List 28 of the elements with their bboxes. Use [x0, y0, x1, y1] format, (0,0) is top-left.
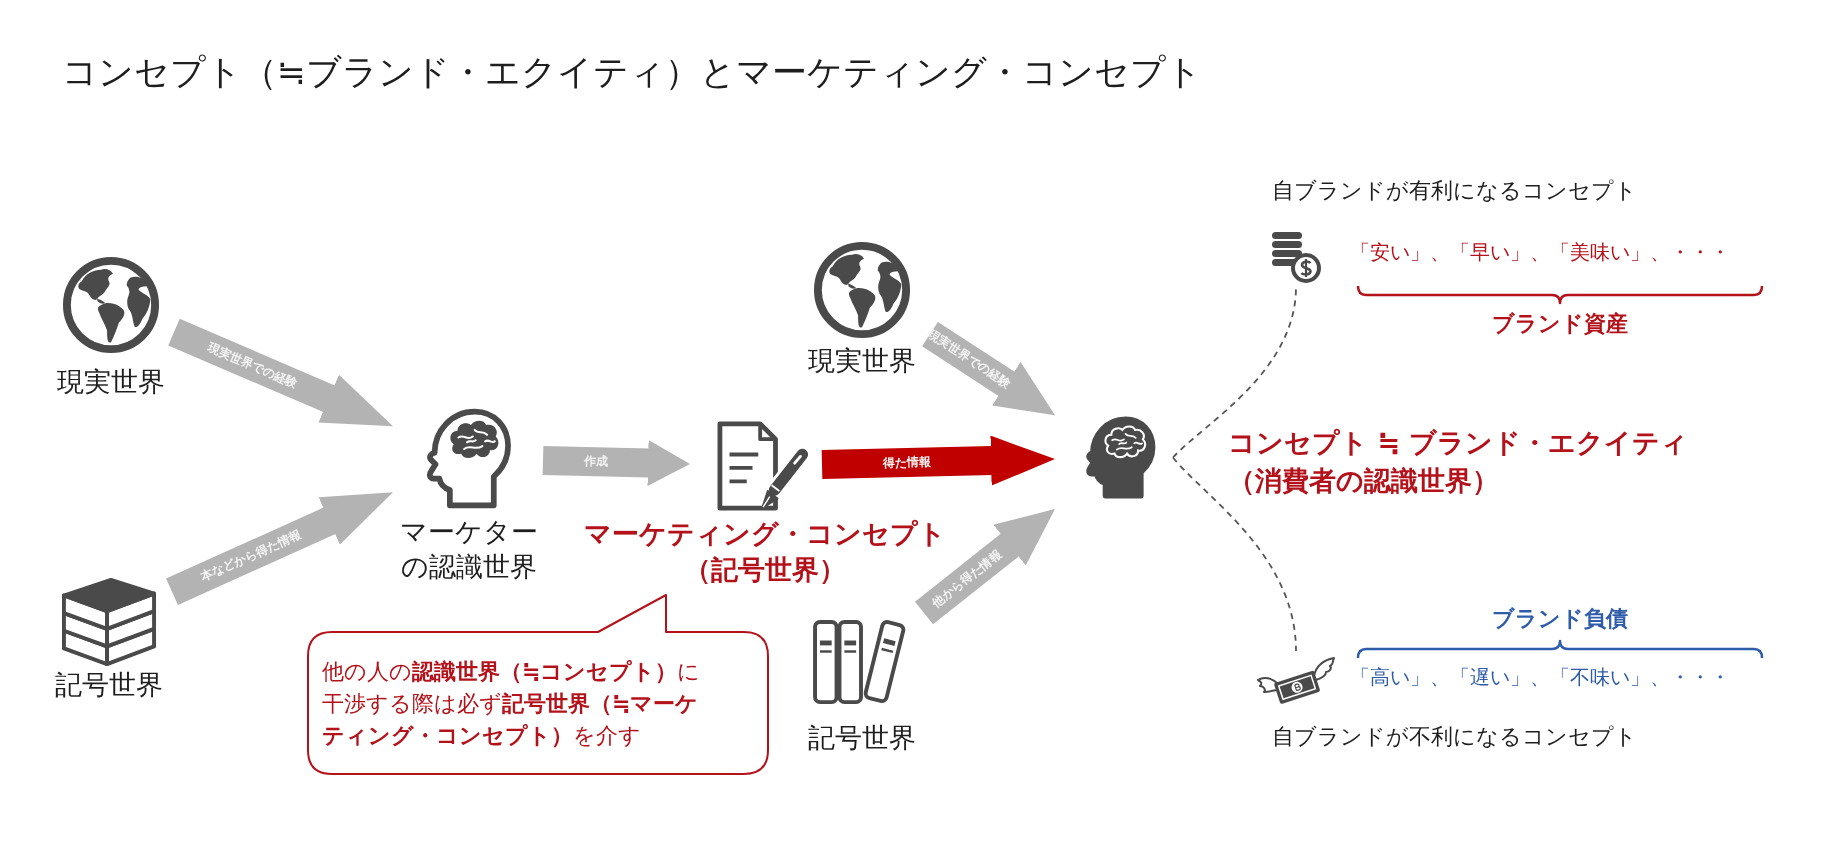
- head-brain-icon: [1083, 414, 1157, 501]
- label-text: ブランド負債: [1492, 605, 1628, 633]
- arrow-label: 得た情報: [882, 454, 932, 471]
- winged-banknote-icon: [1256, 654, 1336, 706]
- dashed-line: [1172, 286, 1297, 459]
- coins-icon: [1270, 230, 1322, 284]
- node-caption: 現実世界: [808, 344, 916, 378]
- node-caption: 記号世界: [808, 721, 916, 755]
- node-caption: マーケターの認識世界: [399, 515, 539, 584]
- node-caption: 記号世界: [55, 668, 163, 702]
- node-caption: 現実世界: [57, 365, 165, 399]
- title: コンセプト（≒ブランド・エクイティ）とマーケティング・コンセプト: [62, 51, 1202, 94]
- arrow-label: 本などから得た情報: [198, 527, 304, 586]
- arrow: [821, 435, 1056, 486]
- arrow: [542, 440, 691, 487]
- arrow-label: 現実世界での経験: [204, 339, 299, 392]
- label-text: 「高い」、「遅い」、「不味い」、・・・: [1350, 664, 1730, 691]
- label-text: 自ブランドが不利になるコンセプト: [1272, 723, 1637, 751]
- node-caption: コンセプト ≒ ブランド・エクイティ（消費者の認識世界）: [1228, 426, 1690, 498]
- label-text: 「安い」、「早い」、「美味い」、・・・: [1350, 239, 1730, 266]
- label-text: 自ブランドが有利になるコンセプト: [1272, 177, 1637, 205]
- globe-icon: [812, 241, 912, 339]
- dashed-line: [1172, 456, 1297, 652]
- callout-text: 他の人の認識世界（≒コンセプト）に干渉する際は必ず記号世界（≒マーケティング・コンセプト）を介す: [322, 658, 702, 750]
- globe-icon: [62, 256, 160, 354]
- label-text: ブランド資産: [1492, 310, 1628, 338]
- arrow-label: 現実世界での経験: [924, 326, 1013, 392]
- arrow-label: 作成: [583, 453, 609, 470]
